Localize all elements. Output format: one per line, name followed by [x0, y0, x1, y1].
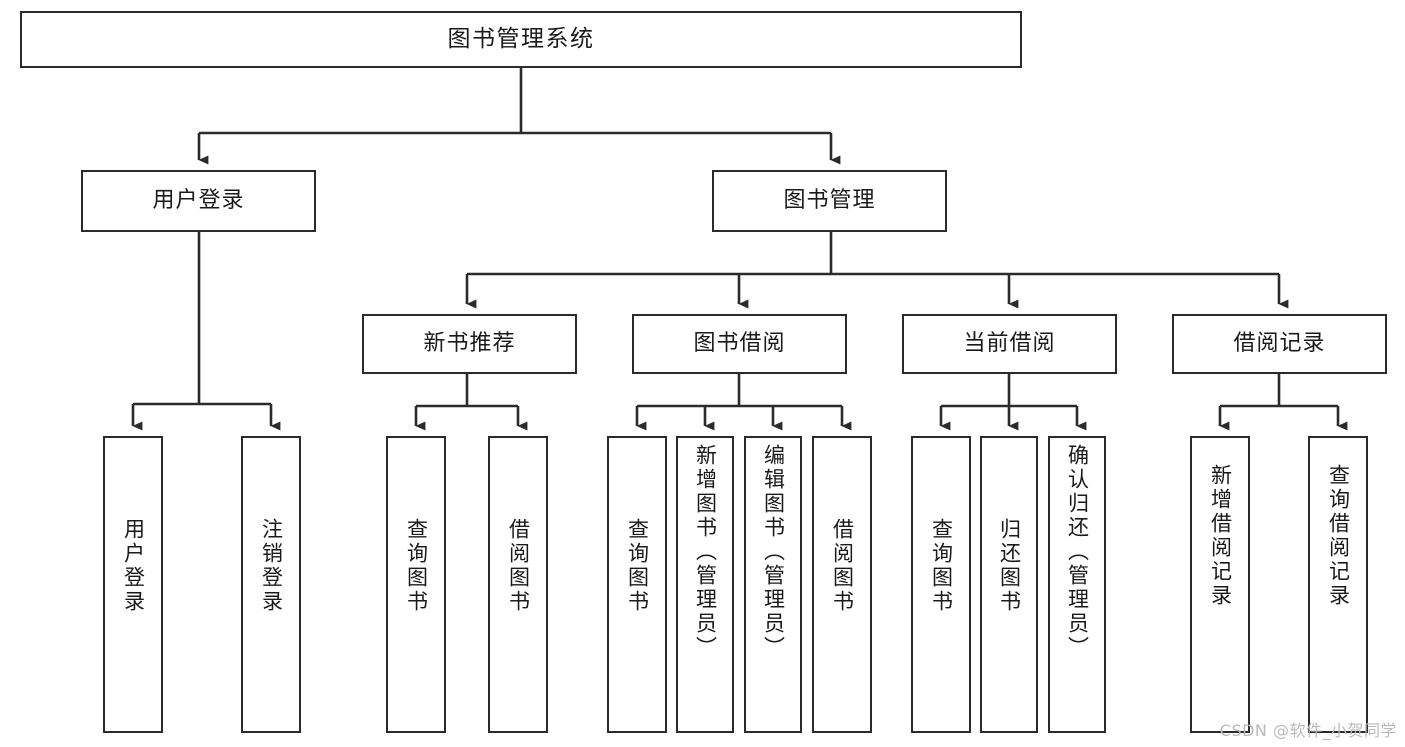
node-label: 归还图书 [997, 518, 1022, 614]
node-label: 用户登录 [152, 188, 245, 214]
node-label: 注销登录 [259, 518, 284, 614]
node-label: 查询图书 [929, 518, 954, 614]
node-label: 图书管理系统 [447, 25, 595, 52]
leaf-query-book-current[interactable]: 查询图书 [911, 436, 971, 733]
node-label: 新书推荐 [423, 331, 516, 357]
node-label: 新增借阅记录 [1208, 464, 1233, 608]
node-label: 新增图书（管理员） [693, 444, 718, 660]
node-label: 借阅图书 [830, 518, 855, 614]
leaf-edit-book-admin[interactable]: 编辑图书（管理员） [744, 436, 802, 733]
csdn-watermark: CSDN @软件_小贺同学 [1219, 721, 1397, 740]
node-label: 确认归还（管理员） [1065, 444, 1090, 660]
leaf-user-logout[interactable]: 注销登录 [241, 436, 301, 733]
node-label: 当前借阅 [963, 331, 1056, 357]
leaf-borrow-book-recommend[interactable]: 借阅图书 [488, 436, 548, 733]
leaf-add-borrow-record[interactable]: 新增借阅记录 [1190, 436, 1250, 733]
node-book-borrow[interactable]: 图书借阅 [632, 314, 847, 374]
node-root-system[interactable]: 图书管理系统 [20, 11, 1022, 68]
node-new-book-recommend[interactable]: 新书推荐 [362, 314, 577, 374]
leaf-query-book-borrow[interactable]: 查询图书 [607, 436, 667, 733]
leaf-query-borrow-record[interactable]: 查询借阅记录 [1308, 436, 1368, 733]
node-label: 查询借阅记录 [1326, 464, 1351, 608]
node-label: 图书管理 [783, 188, 876, 214]
node-borrow-record[interactable]: 借阅记录 [1172, 314, 1387, 374]
node-label: 查询图书 [625, 518, 650, 614]
node-label: 图书借阅 [693, 331, 786, 357]
leaf-borrow-book[interactable]: 借阅图书 [812, 436, 872, 733]
leaf-return-book[interactable]: 归还图书 [980, 436, 1038, 733]
node-user-login[interactable]: 用户登录 [81, 170, 316, 232]
node-label: 借阅图书 [506, 518, 531, 614]
leaf-query-book-recommend[interactable]: 查询图书 [386, 436, 446, 733]
node-label: 编辑图书（管理员） [761, 444, 786, 660]
leaf-user-login[interactable]: 用户登录 [103, 436, 163, 733]
node-current-borrow[interactable]: 当前借阅 [902, 314, 1117, 374]
node-book-management[interactable]: 图书管理 [712, 170, 947, 232]
node-label: 借阅记录 [1233, 331, 1326, 357]
leaf-confirm-return-admin[interactable]: 确认归还（管理员） [1048, 436, 1106, 733]
leaf-add-book-admin[interactable]: 新增图书（管理员） [676, 436, 734, 733]
node-label: 用户登录 [121, 518, 146, 614]
node-label: 查询图书 [404, 518, 429, 614]
